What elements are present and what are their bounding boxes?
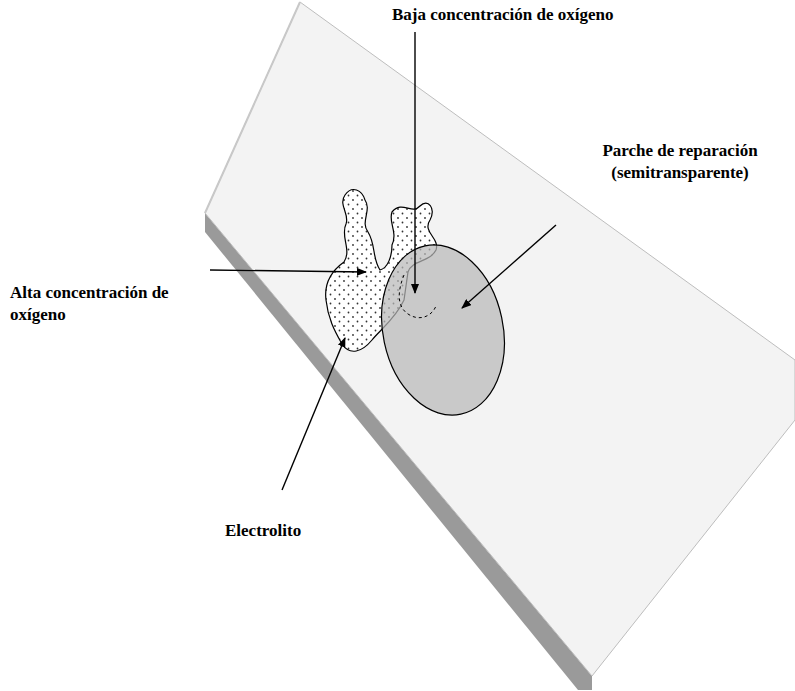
callout-label: Baja concentración de oxígeno — [392, 4, 692, 26]
callout-label: Parche de reparación (semitransparente) — [580, 140, 780, 184]
repair-patch — [366, 233, 519, 426]
leader-arrow — [462, 225, 556, 308]
leader-arrow — [282, 338, 345, 490]
leader-arrow — [414, 32, 415, 293]
plate-face — [205, 2, 795, 676]
plate-top-edge — [205, 2, 300, 213]
hidden-outline — [399, 275, 436, 318]
callout-label: Electrolito — [225, 520, 375, 542]
leader-arrow — [210, 270, 366, 272]
callout-label: Alta concentración de oxígeno — [10, 282, 205, 326]
